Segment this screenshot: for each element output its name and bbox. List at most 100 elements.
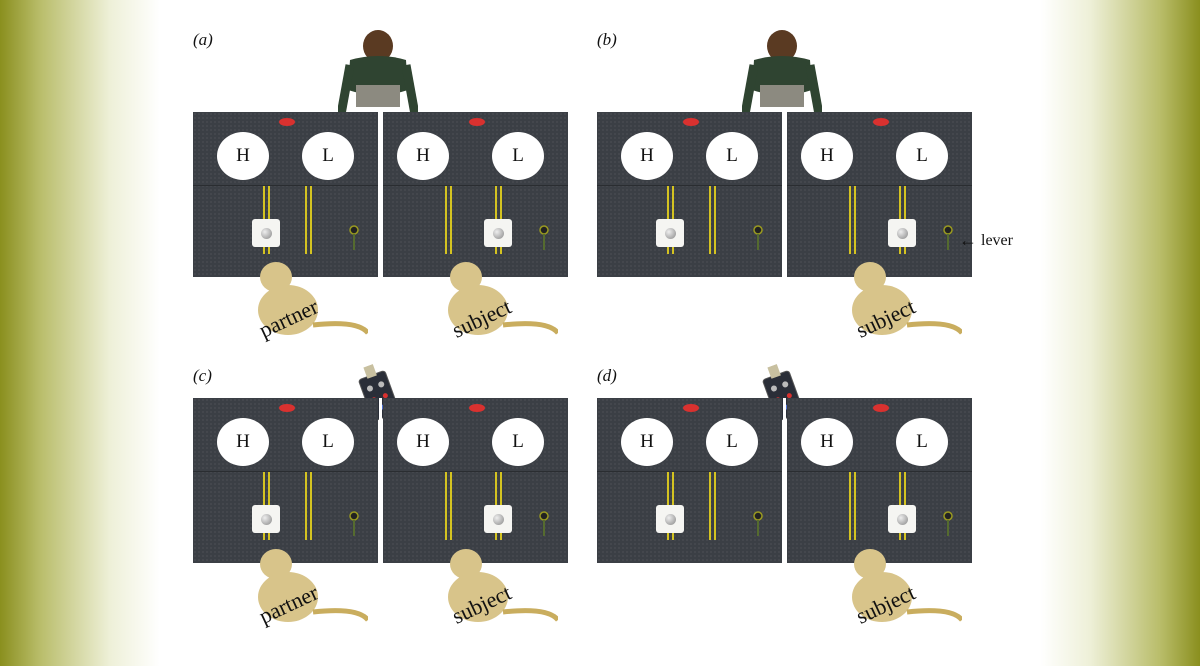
disc-low: L: [302, 132, 354, 180]
disc-low: L: [896, 418, 948, 466]
disc-low-label: L: [512, 145, 524, 166]
disc-low: L: [706, 132, 758, 180]
disc-high-label: H: [640, 431, 654, 452]
partner-table: H L: [597, 112, 782, 277]
track-low: [305, 186, 312, 254]
led-light: [683, 118, 699, 126]
panel-c: (c) H L H L partner subject: [193, 364, 593, 666]
push-button-dot: [664, 227, 676, 239]
push-button: [888, 505, 916, 533]
led-light: [279, 404, 295, 412]
disc-high: H: [621, 418, 673, 466]
disc-high: H: [801, 418, 853, 466]
push-button: [484, 505, 512, 533]
table-divider: [193, 185, 378, 186]
subject-monkey: [852, 549, 962, 622]
disc-low-label: L: [322, 145, 334, 166]
disc-high-label: H: [236, 145, 250, 166]
human-experimenter: [338, 30, 418, 127]
push-button-dot: [664, 513, 676, 525]
lever-icon: [943, 225, 953, 250]
disc-low-label: L: [916, 431, 928, 452]
push-button: [252, 505, 280, 533]
push-button-dot: [492, 513, 504, 525]
disc-high-label: H: [416, 145, 430, 166]
panel-label: (b): [597, 30, 617, 49]
partner-monkey: [258, 262, 368, 335]
disc-low: L: [896, 132, 948, 180]
push-button-dot: [260, 513, 272, 525]
track-high: [445, 472, 452, 540]
disc-low: L: [302, 418, 354, 466]
track-high: [445, 186, 452, 254]
led-light: [469, 118, 485, 126]
table-divider: [597, 471, 782, 472]
table-divider: [193, 471, 378, 472]
table-divider: [383, 471, 568, 472]
lever-icon: [753, 511, 763, 536]
partner-table: H L: [193, 112, 378, 277]
subject-monkey: [448, 262, 558, 335]
panel-label: (a): [193, 30, 213, 49]
disc-low-label: L: [916, 145, 928, 166]
track-high: [849, 186, 856, 254]
disc-high: H: [217, 132, 269, 180]
table-divider: [787, 471, 972, 472]
disc-high-label: H: [820, 145, 834, 166]
lever-annotation: ← lever: [959, 230, 1013, 251]
push-button: [656, 219, 684, 247]
disc-low: L: [492, 418, 544, 466]
lever-annotation-label: lever: [981, 231, 1013, 249]
disc-low-label: L: [726, 431, 738, 452]
push-button-dot: [260, 227, 272, 239]
partner-table: H L: [597, 398, 782, 563]
panel-d: (d) H L H L subject: [597, 364, 997, 666]
disc-high-label: H: [640, 145, 654, 166]
lever-icon: [349, 225, 359, 250]
led-light: [469, 404, 485, 412]
lever-icon: [349, 511, 359, 536]
push-button-dot: [492, 227, 504, 239]
panel-a: (a) H L H L partner su: [193, 30, 593, 343]
table-gap: [379, 398, 382, 563]
panel-label: (c): [193, 366, 212, 385]
subject-table: H L: [787, 112, 972, 277]
push-button-dot: [896, 513, 908, 525]
led-light: [683, 404, 699, 412]
subject-table: H L: [787, 398, 972, 563]
table-gap: [783, 112, 786, 277]
push-button: [484, 219, 512, 247]
lever-icon: [753, 225, 763, 250]
led-light: [873, 404, 889, 412]
subject-table: H L: [383, 112, 568, 277]
panel-label: (d): [597, 366, 617, 385]
push-button: [252, 219, 280, 247]
disc-high: H: [397, 132, 449, 180]
disc-high-label: H: [416, 431, 430, 452]
subject-table: H L: [383, 398, 568, 563]
disc-low: L: [492, 132, 544, 180]
disc-high-label: H: [820, 431, 834, 452]
led-light: [873, 118, 889, 126]
disc-high: H: [801, 132, 853, 180]
track-low: [709, 186, 716, 254]
arrow-left-icon: ←: [959, 230, 977, 250]
disc-high-label: H: [236, 431, 250, 452]
table-divider: [383, 185, 568, 186]
disc-high: H: [397, 418, 449, 466]
track-high: [849, 472, 856, 540]
table-divider: [787, 185, 972, 186]
lever-icon: [943, 511, 953, 536]
disc-low-label: L: [322, 431, 334, 452]
push-button: [888, 219, 916, 247]
subject-monkey: [448, 549, 558, 622]
lever-icon: [539, 225, 549, 250]
push-button-dot: [896, 227, 908, 239]
human-experimenter: [742, 30, 822, 127]
track-low: [305, 472, 312, 540]
subject-monkey: [852, 262, 962, 335]
led-light: [279, 118, 295, 126]
disc-low-label: L: [726, 145, 738, 166]
disc-high: H: [217, 418, 269, 466]
lever-icon: [539, 511, 549, 536]
